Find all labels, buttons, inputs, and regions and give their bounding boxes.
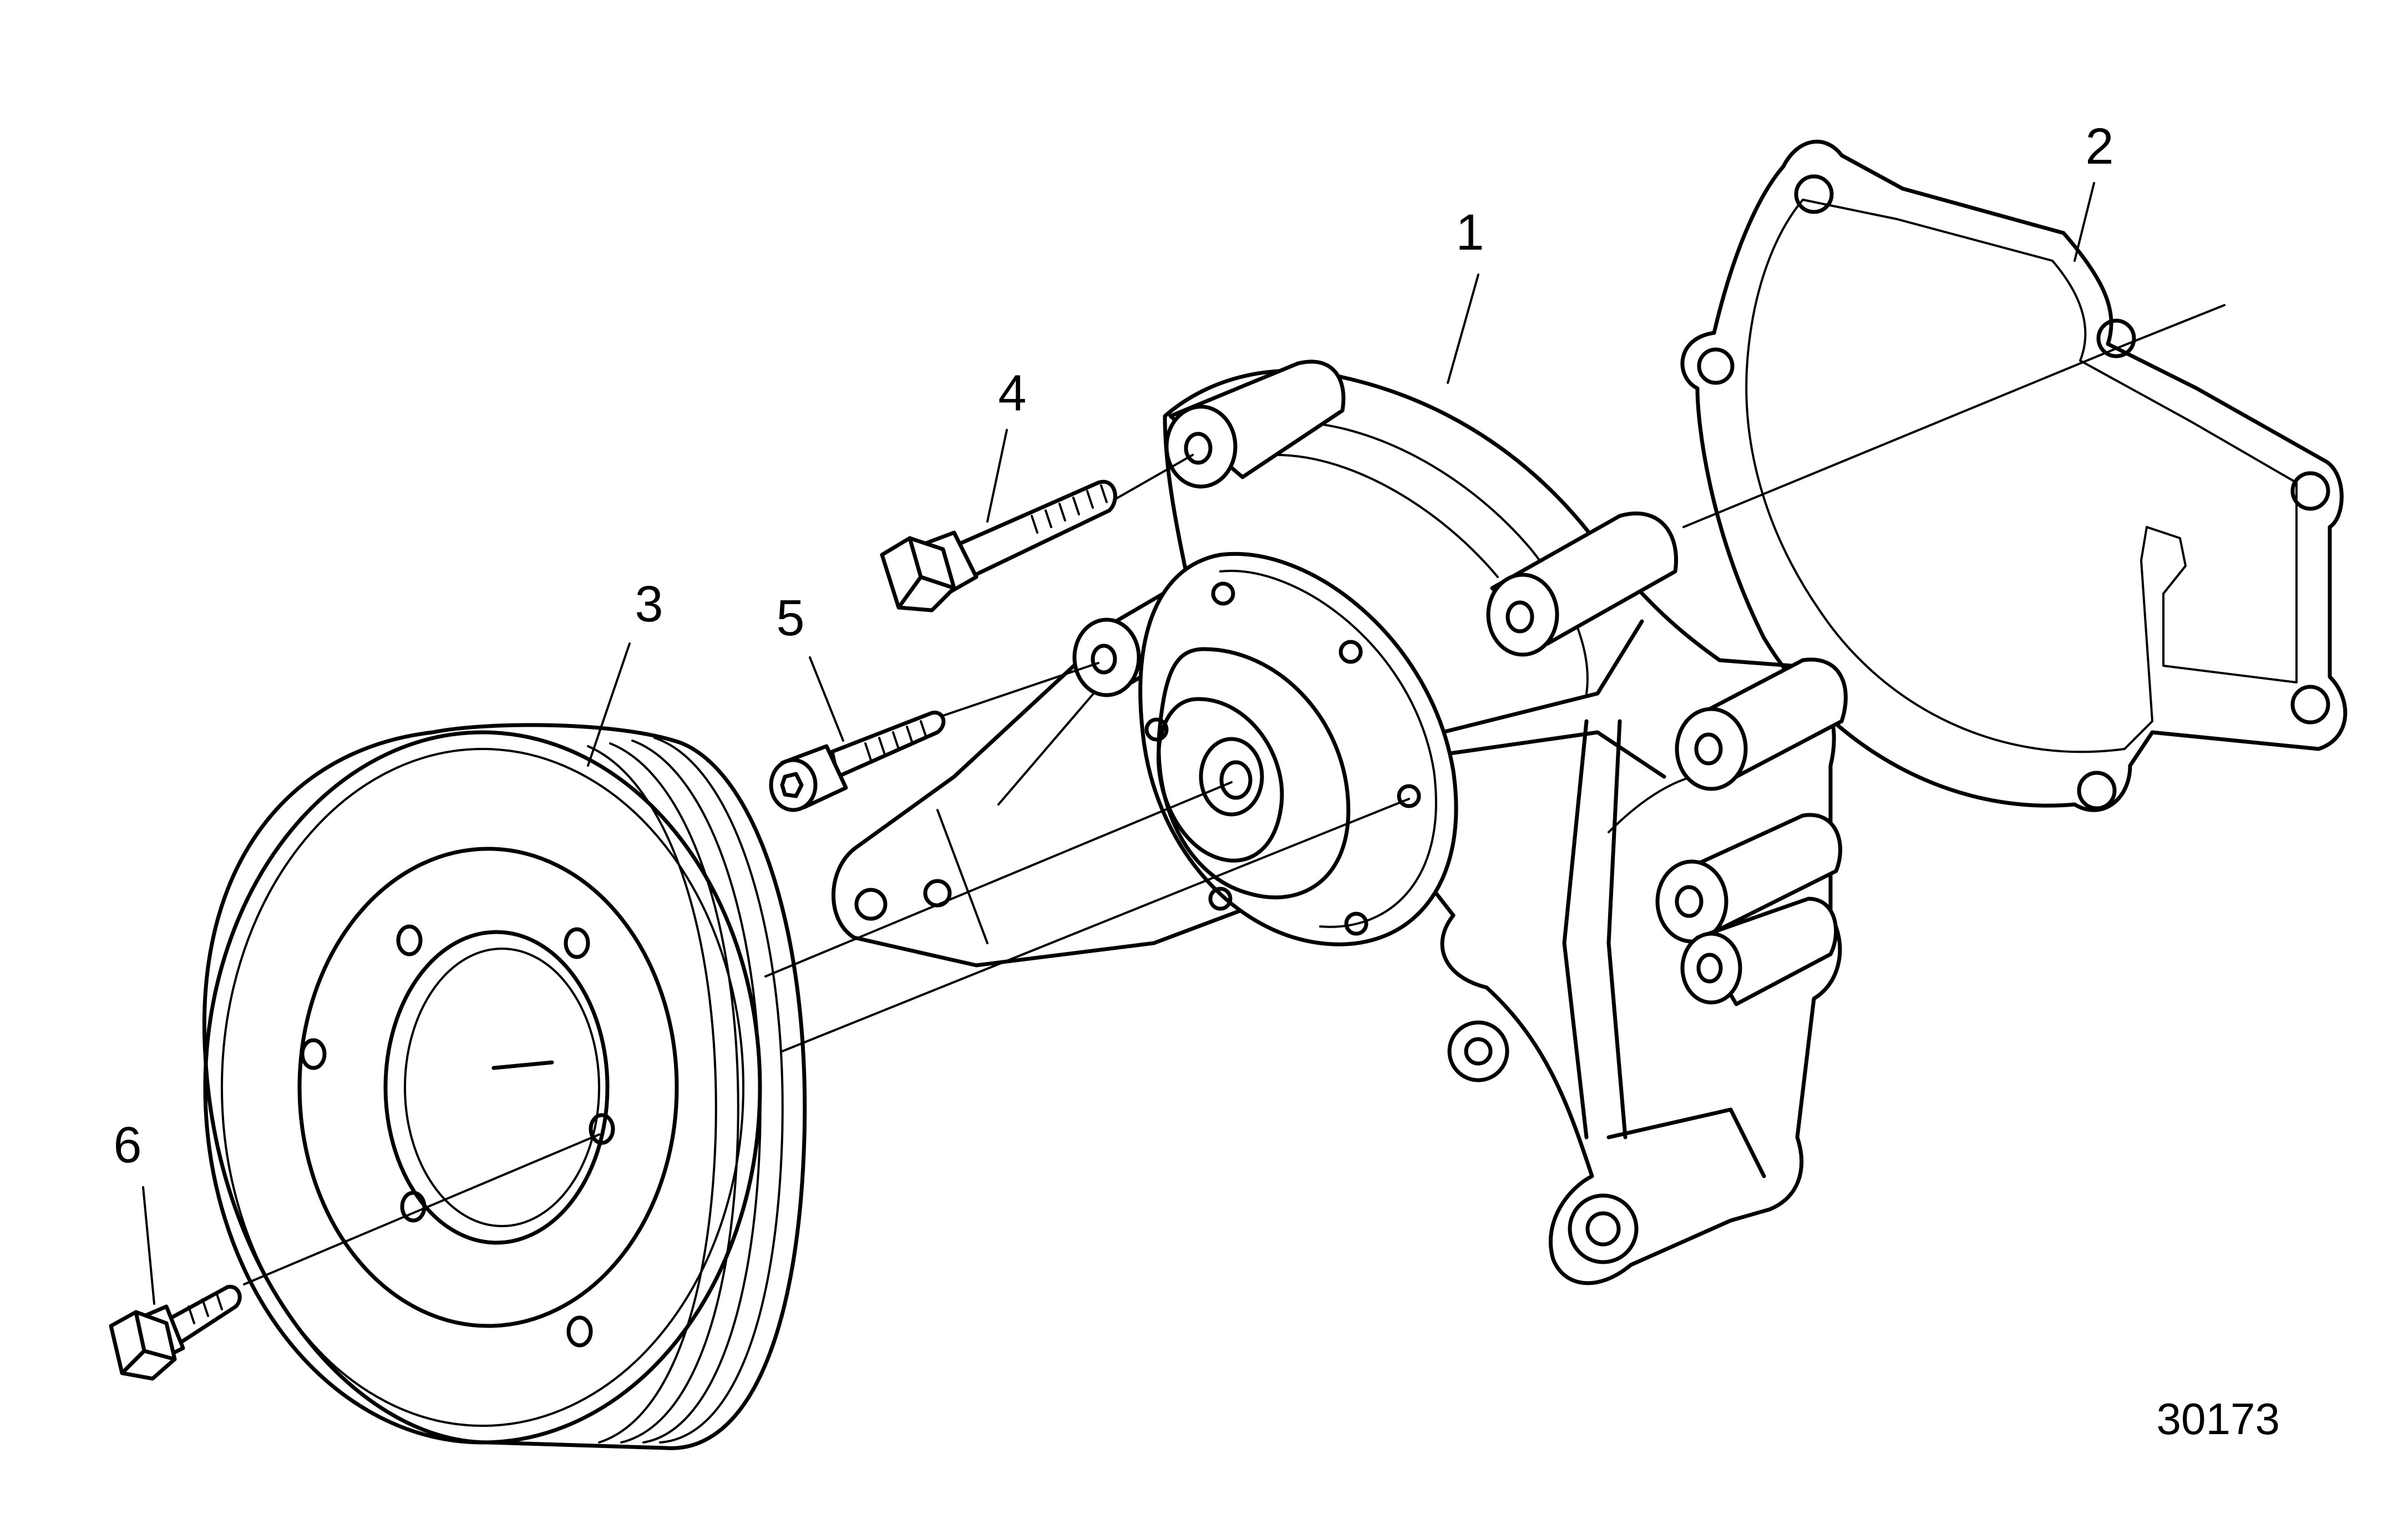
part-label-2: 2 — [2085, 118, 2113, 175]
flange-bolt — [880, 479, 1117, 612]
figure-reference-number: 30173 — [2157, 1394, 2280, 1444]
part-label-6: 6 — [113, 1117, 141, 1173]
part-label-5: 5 — [776, 590, 804, 646]
part-label-1: 1 — [1456, 204, 1484, 261]
socket-head-screw — [769, 710, 946, 812]
gasket — [1680, 139, 2348, 812]
part-label-4: 4 — [998, 365, 1026, 422]
leader-lines — [142, 182, 2095, 1305]
water-pump — [832, 359, 1848, 1285]
part-label-3: 3 — [635, 576, 663, 632]
pulley — [202, 723, 807, 1450]
alignment-lines — [243, 304, 2226, 1285]
pulley-bolt — [109, 1284, 242, 1381]
